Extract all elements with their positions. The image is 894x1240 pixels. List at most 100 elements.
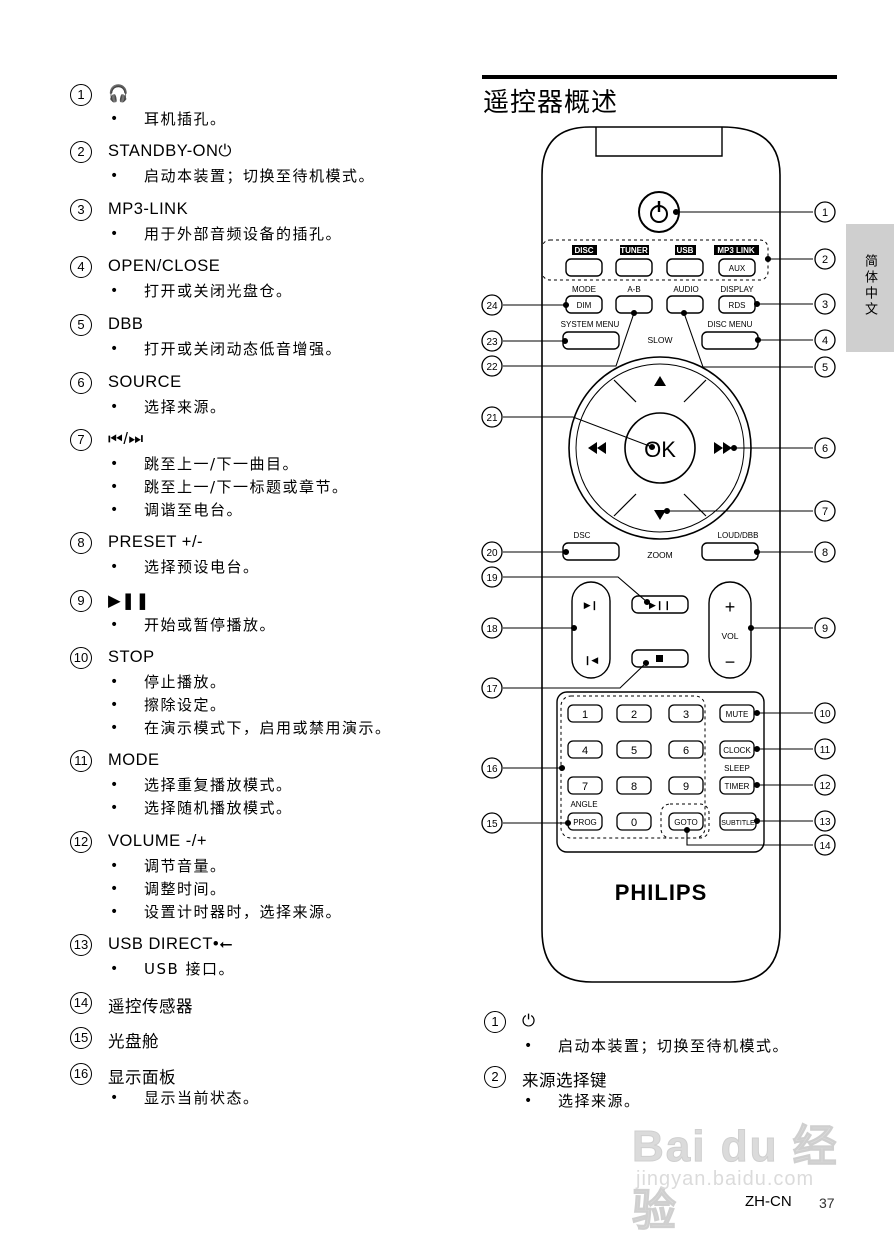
section-title: 遥控器概述	[483, 88, 619, 118]
bullet-text: 选择来源。	[106, 396, 227, 419]
digit-0-button	[616, 812, 652, 831]
disc-menu-label: DISC MENU	[708, 320, 753, 329]
mode-label: MODE	[572, 285, 596, 294]
item-title: DBB	[108, 315, 144, 333]
vol-label: VOL	[721, 631, 738, 641]
item-number: 8	[70, 532, 92, 554]
bullet-text: 显示当前状态。	[106, 1087, 260, 1110]
callout-18: 18	[486, 624, 498, 635]
callout-10: 10	[819, 709, 831, 720]
mute-label: MUTE	[726, 710, 749, 719]
bullet-text: 调整时间。	[106, 878, 342, 901]
item-title: STANDBY-ON⏻	[108, 142, 232, 160]
timer-label: TIMER	[725, 782, 750, 791]
system-menu-button	[562, 331, 620, 350]
item-title: USB DIRECT•⭠	[108, 935, 233, 953]
loud-dbb-label: LOUD/DBB	[718, 531, 759, 540]
digit-6-button	[668, 740, 704, 759]
item-number: 13	[70, 934, 92, 956]
slow-label: SLOW	[647, 335, 672, 345]
play-pause-icon: ▶❚❚	[108, 592, 150, 610]
loud-dbb-button	[701, 542, 759, 561]
stop-icon	[656, 655, 663, 662]
rds-label: RDS	[729, 301, 746, 310]
rewind-icon	[588, 442, 606, 454]
tuner-label: TUNER	[620, 246, 648, 255]
callout-13: 13	[819, 817, 831, 828]
digit-8-button	[616, 776, 652, 795]
callout-14: 14	[819, 841, 831, 852]
bullet-text: 擦除设定。	[106, 694, 392, 717]
usb-button	[666, 258, 704, 277]
disc-menu-button	[701, 331, 759, 350]
sleep-label: SLEEP	[724, 764, 750, 773]
subtitle-label: SUBTITLE	[721, 820, 755, 827]
mp3-link-label: MP3 LINK	[717, 246, 755, 255]
digit-buttons: 1 2 3 4 5 6 7 8 9 0	[567, 704, 704, 831]
disc-label: DISC	[574, 246, 593, 255]
bullet-text: USB 接口。	[106, 958, 235, 981]
bullet-text: 跳至上一/下一标题或章节。	[106, 476, 349, 499]
ab-label: A-B	[627, 285, 640, 294]
item-number: 14	[70, 992, 92, 1014]
dsc-button	[562, 542, 620, 561]
bullet-text: 在演示模式下，启用或禁用演示。	[106, 717, 392, 740]
clock-label: CLOCK	[723, 746, 751, 755]
digit-7-button	[567, 776, 603, 795]
item-title: 来源选择键	[522, 1072, 607, 1090]
section-rule	[482, 75, 837, 79]
callout-24: 24	[486, 301, 498, 312]
bullet-text: 打开或关闭动态低音增强。	[106, 338, 342, 361]
callout-22: 22	[486, 362, 498, 373]
goto-label: GOTO	[674, 818, 697, 827]
fast-forward-icon	[714, 442, 732, 454]
callout-2: 2	[822, 254, 828, 266]
disc-button	[565, 258, 603, 277]
item-title: MODE	[108, 751, 160, 769]
digit-group	[560, 695, 706, 839]
dsc-label: DSC	[574, 531, 591, 540]
aux-label: AUX	[729, 264, 746, 273]
callout-3: 3	[822, 299, 828, 311]
digit-8-label: 8	[631, 781, 637, 793]
digit-3-button	[668, 704, 704, 723]
headphone-icon: 🎧	[108, 85, 130, 103]
item-number: 4	[70, 256, 92, 278]
digit-5-button	[616, 740, 652, 759]
item-number: 3	[70, 199, 92, 221]
item-number: 12	[70, 831, 92, 853]
item-title: MP3-LINK	[108, 200, 189, 218]
skip-prev-next-icon: ⏮/⏭	[108, 430, 144, 448]
item-number: 1	[484, 1011, 506, 1033]
item-title: 遥控传感器	[108, 998, 193, 1016]
remote-body	[541, 126, 781, 983]
item-number: 7	[70, 429, 92, 451]
item-number: 1	[70, 84, 92, 106]
dim-label: DIM	[577, 301, 592, 310]
callout-numbers: 1 2 3 4 5 6 7 8 9 10 11 12 13 14 15 16 1…	[481, 201, 836, 856]
digit-1-button	[567, 704, 603, 723]
callout-4: 4	[822, 335, 828, 347]
bullet-text: 跳至上一/下一曲目。	[106, 453, 349, 476]
side-tab-label: 简体中文	[862, 254, 877, 318]
item-title: SOURCE	[108, 373, 182, 391]
goto-group	[660, 803, 710, 839]
power-icon: ⏻	[522, 1012, 536, 1030]
display-label: DISPLAY	[720, 285, 754, 294]
bullet-text: 选择来源。	[520, 1090, 641, 1113]
bullet-text: 用于外部音频设备的插孔。	[106, 223, 342, 246]
callout-7: 7	[822, 506, 828, 518]
zoom-label: ZOOM	[647, 550, 673, 560]
bullet-text: 停止播放。	[106, 671, 392, 694]
down-arrow-icon	[654, 510, 666, 520]
bullet-text: 选择预设电台。	[106, 556, 260, 579]
audio-label: AUDIO	[673, 285, 698, 294]
usb-label: USB	[677, 246, 694, 255]
callout-20: 20	[486, 548, 498, 559]
callout-lines	[503, 208, 813, 846]
bullet-text: 调节音量。	[106, 855, 342, 878]
item-number: 15	[70, 1027, 92, 1049]
ok-label: OK	[644, 437, 676, 462]
bullet-text: 打开或关闭光盘仓。	[106, 280, 293, 303]
watermark-url: jingyan.baidu.com	[636, 1168, 815, 1190]
